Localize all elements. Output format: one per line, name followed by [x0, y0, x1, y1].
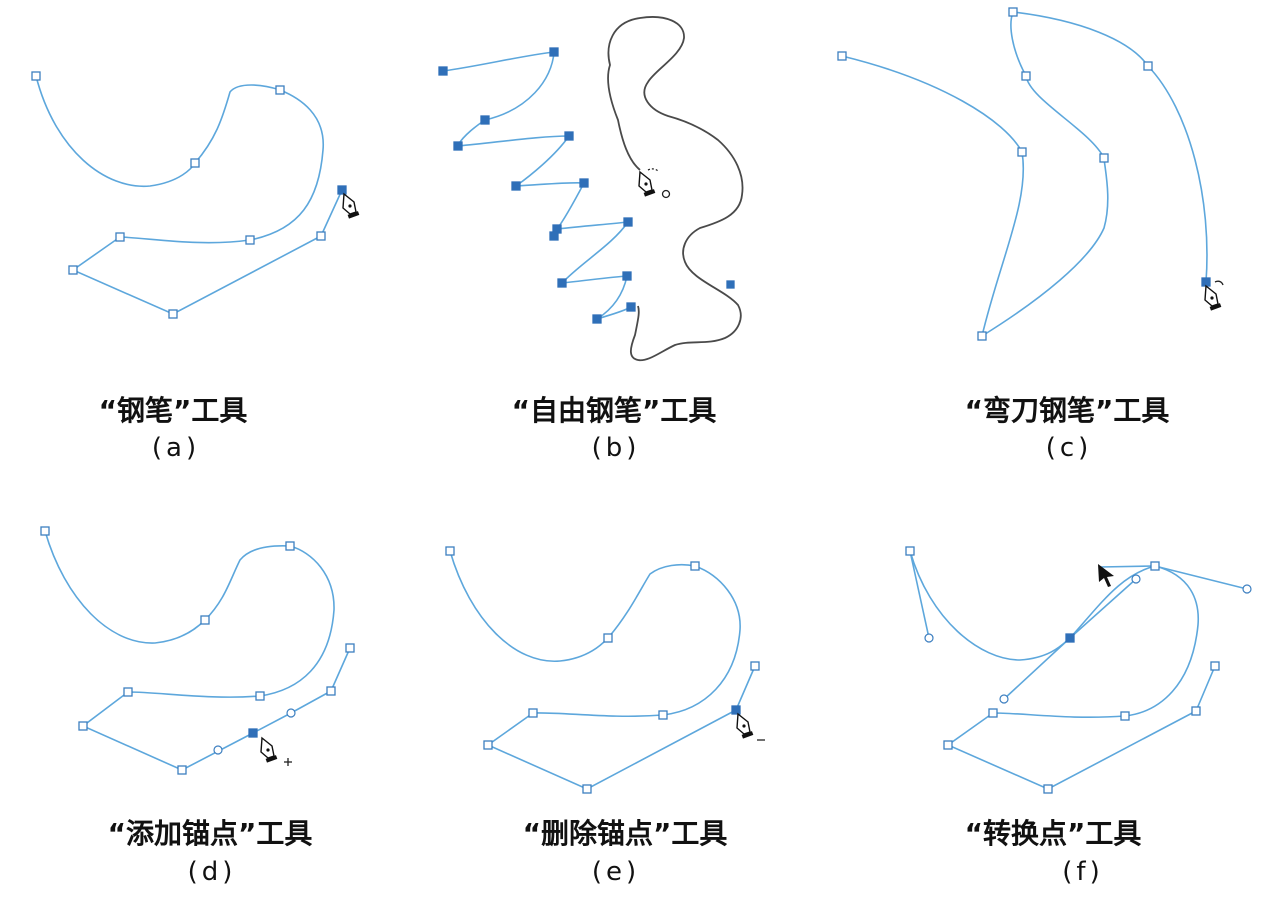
caption-title-a: “钢笔”工具	[99, 394, 248, 427]
caption-title-d: “添加锚点”工具	[108, 817, 313, 850]
caption-label-a: (a)	[152, 433, 200, 463]
anchors-e	[445, 546, 760, 794]
path-f	[909, 550, 1216, 790]
freehand-path-b	[607, 16, 744, 362]
caption-label-b: (b)	[592, 433, 641, 463]
captions: “钢笔”工具 (a) “自由钢笔”工具 (b) “弯刀钢笔”工具 (c) “添加…	[99, 394, 1170, 887]
pen-tool-icon	[736, 712, 754, 739]
pen-tool-icon	[1204, 280, 1224, 311]
caption-title-e: “删除锚点”工具	[523, 817, 728, 850]
path-e	[449, 550, 756, 790]
pen-tool-icon	[638, 168, 671, 199]
plus-modifier-icon	[284, 758, 292, 766]
path-c	[841, 11, 1208, 338]
caption-title-f: “转换点”工具	[965, 817, 1142, 850]
path-d	[44, 530, 351, 771]
anchors-d	[40, 526, 355, 775]
caption-title-b: “自由钢笔”工具	[512, 394, 717, 427]
caption-label-c: (c)	[1046, 433, 1093, 463]
pen-tool-icon	[342, 192, 360, 219]
panel-d	[40, 526, 355, 775]
anchors-a	[31, 71, 347, 319]
handles-f	[909, 550, 1252, 704]
panel-c	[837, 7, 1224, 341]
path-a	[35, 75, 343, 315]
path-b	[442, 51, 632, 320]
arrow-cursor-icon	[1098, 564, 1114, 587]
panel-b	[438, 16, 744, 362]
caption-label-f: (f)	[1062, 857, 1103, 887]
anchors-c	[837, 7, 1211, 341]
anchors-b	[438, 47, 735, 324]
panel-f	[905, 546, 1252, 794]
anchors-f	[905, 546, 1220, 794]
caption-label-d: (d)	[188, 857, 237, 887]
panel-e	[445, 546, 765, 794]
panel-a	[31, 71, 360, 319]
caption-title-c: “弯刀钢笔”工具	[965, 394, 1170, 427]
caption-label-e: (e)	[592, 857, 640, 887]
pen-tool-icon	[260, 736, 278, 763]
